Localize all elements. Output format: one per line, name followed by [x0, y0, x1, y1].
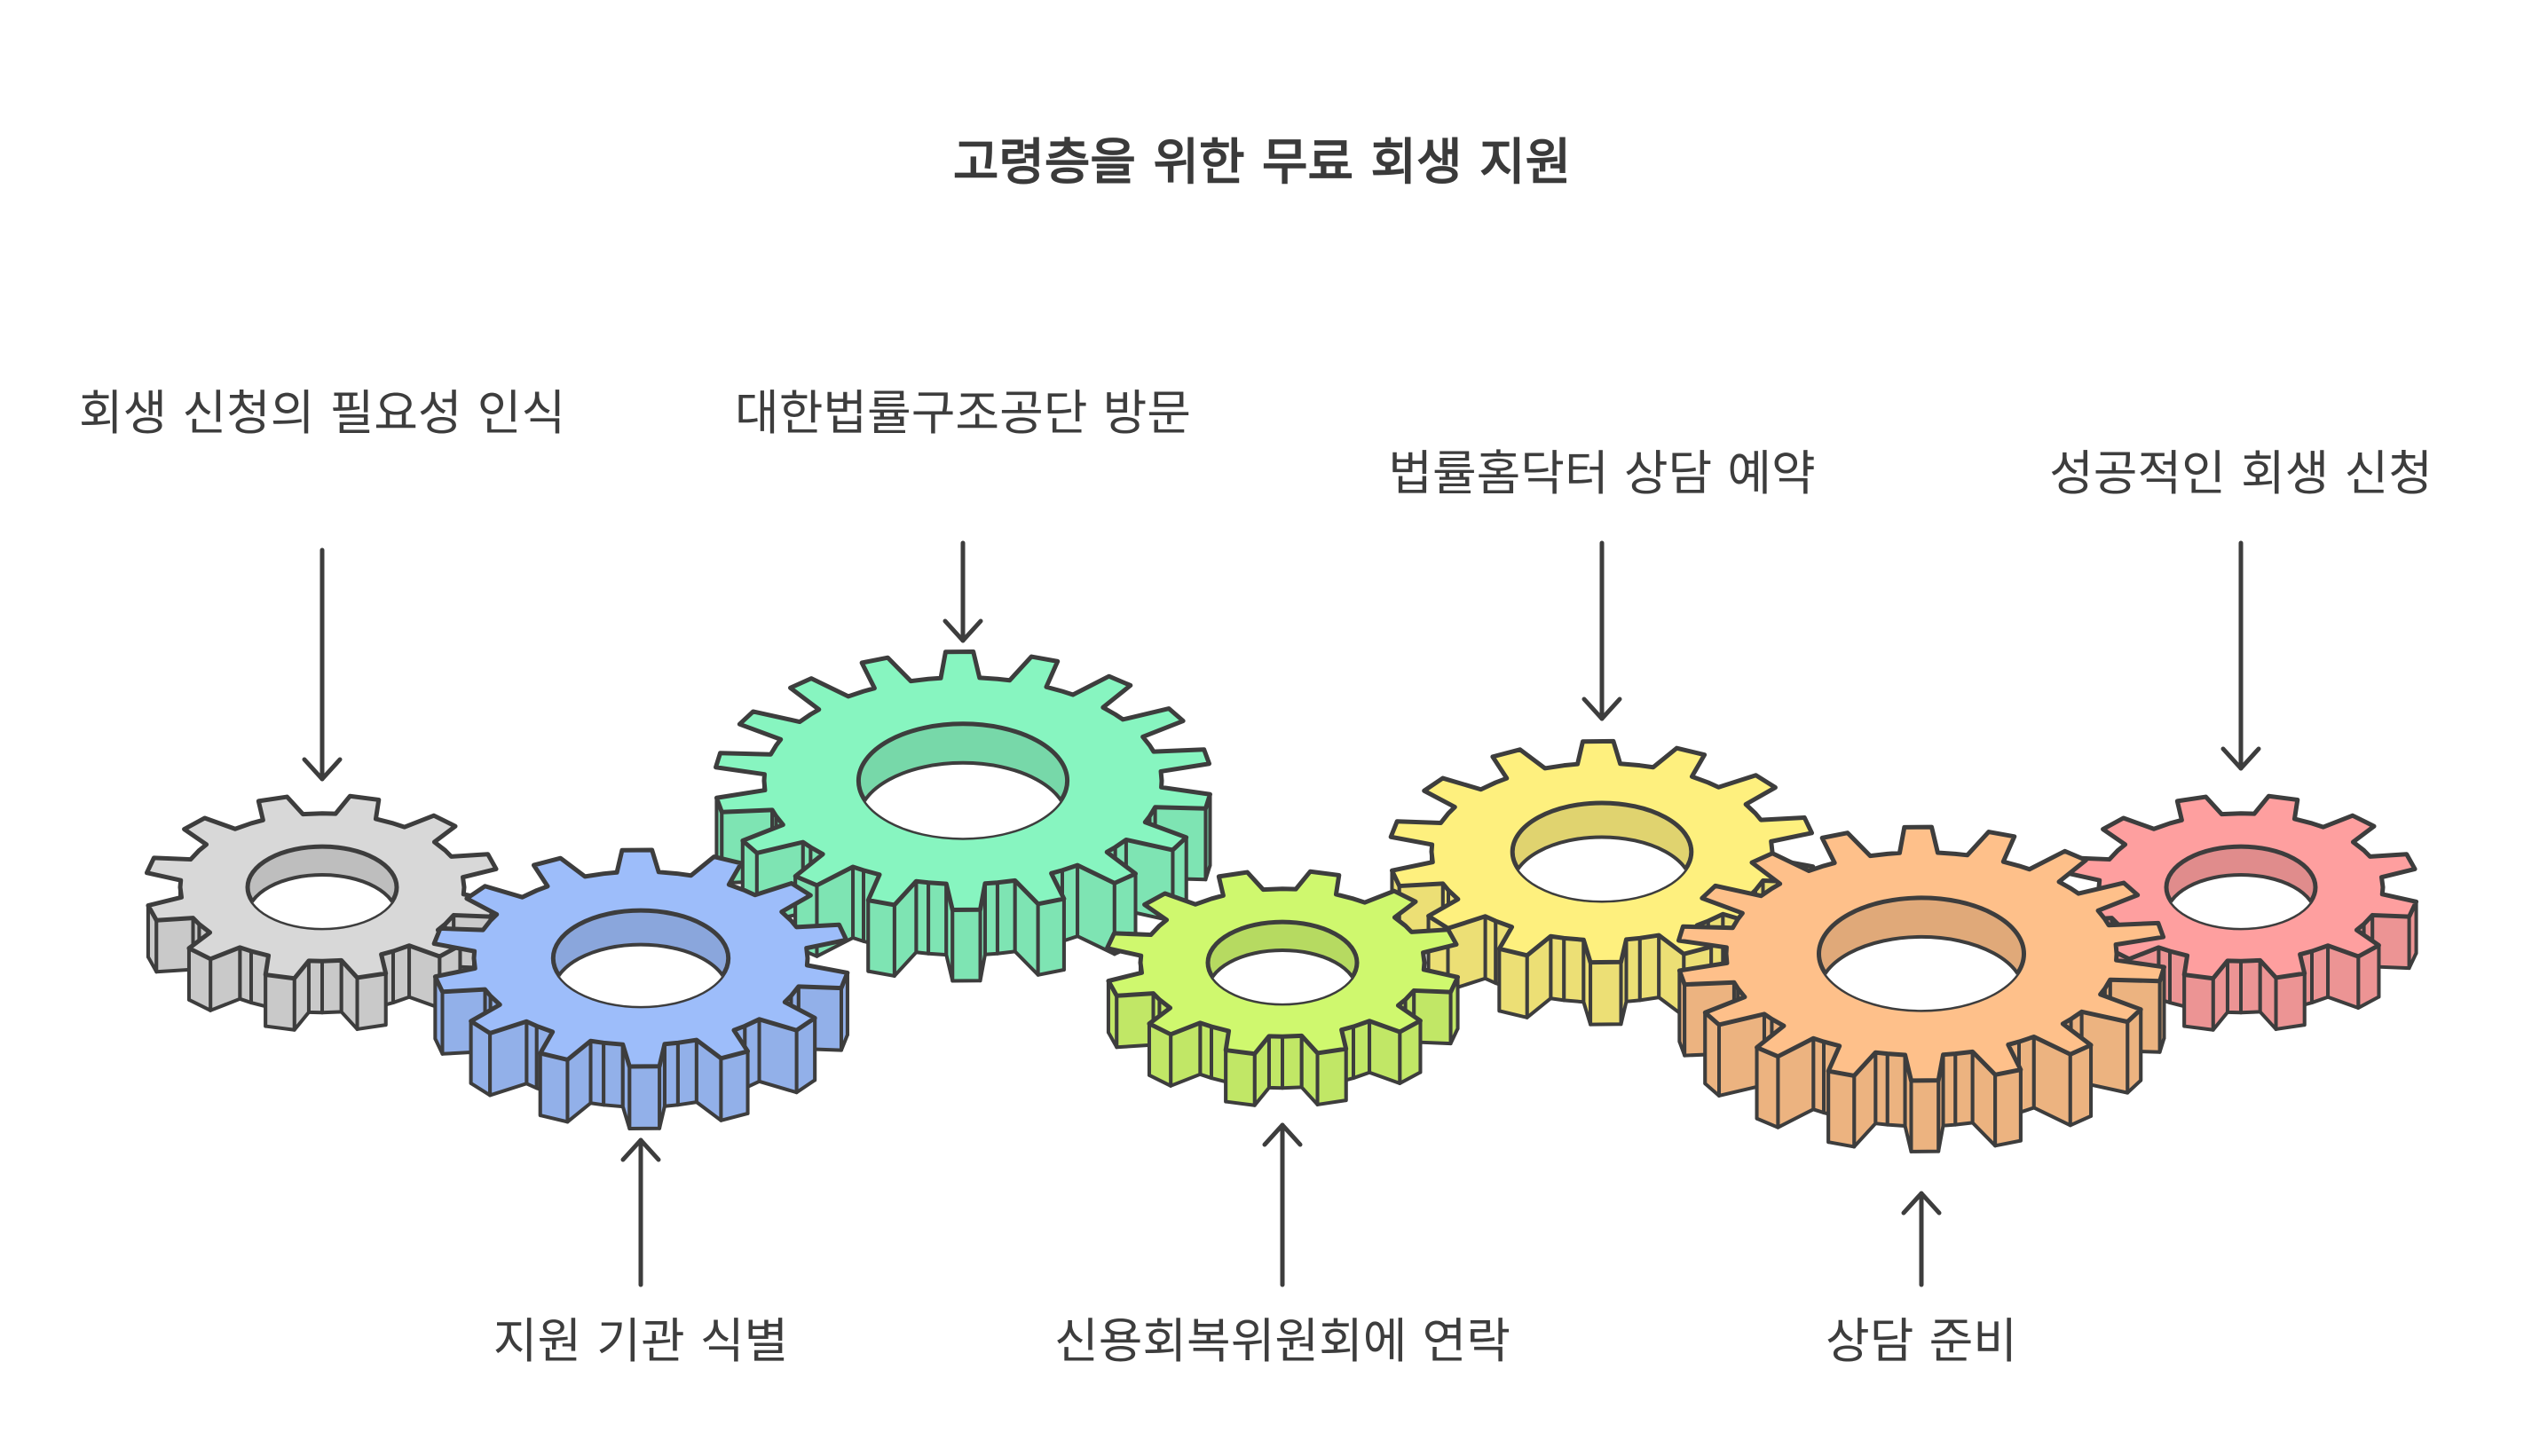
- arrow-2: [943, 540, 983, 643]
- gear-side-face: [1826, 1069, 1857, 1149]
- diagram-title: 고령층을 위한 무료 회생 지원: [952, 134, 1572, 192]
- gear-side-face: [1497, 947, 1529, 1019]
- gear-side-face: [320, 958, 343, 1015]
- gear-side-face: [1993, 1067, 2023, 1148]
- gear-side-face: [588, 1039, 606, 1107]
- gear-side-face: [675, 1038, 698, 1107]
- gear-side-face: [995, 878, 1017, 956]
- step-label-3: 대한법률구조공단 방문: [735, 385, 1191, 441]
- gear-side-face: [1885, 1051, 1907, 1128]
- gear-side-face: [1624, 936, 1642, 1003]
- gear-side-face: [1315, 1047, 1348, 1106]
- gear-side-face: [950, 908, 982, 983]
- gear-hole: [1208, 948, 1357, 1003]
- gear-side-face: [2182, 972, 2215, 1032]
- step-label-2: 지원 기관 식별: [493, 1313, 789, 1369]
- gear-side-face: [627, 1064, 662, 1131]
- step-label-6: 상담 준비: [1826, 1313, 2017, 1369]
- gear-side-face: [1941, 1051, 1958, 1128]
- gear-side-face: [927, 880, 949, 957]
- gear-side-face: [1036, 897, 1066, 977]
- gear-side-face: [1281, 1034, 1304, 1090]
- step-label-7: 성공적인 회생 신청: [2049, 445, 2433, 501]
- gear-side-face: [264, 972, 296, 1032]
- gear-side-face: [1873, 1051, 1889, 1127]
- gear-side-face: [1909, 1078, 1941, 1153]
- gear-hole: [553, 942, 729, 1006]
- gear-4: [1104, 869, 1461, 1107]
- gear-side-face: [1637, 933, 1661, 1003]
- gear-hole: [858, 760, 1068, 838]
- arrow-4: [2220, 540, 2261, 771]
- gear-side-face: [719, 1049, 750, 1122]
- gear-side-face: [1562, 936, 1586, 1004]
- gear-side-face: [662, 1041, 680, 1108]
- gear-side-face: [2274, 972, 2307, 1031]
- gear-side-face: [355, 972, 388, 1031]
- arrow-5: [620, 1137, 661, 1287]
- gear-side-face: [2068, 1043, 2094, 1128]
- gear-6: [1676, 824, 2166, 1153]
- arrow-1: [302, 547, 343, 782]
- gear-side-face: [1352, 1019, 1372, 1081]
- gear-side-face: [306, 958, 324, 1015]
- gear-side-face: [1549, 934, 1566, 1003]
- gear-side-face: [1224, 1048, 1257, 1107]
- arrow-6: [1262, 1122, 1303, 1287]
- gear-side-face: [1953, 1050, 1975, 1127]
- step-label-4: 신용회복위원회에 연락: [1054, 1313, 1510, 1369]
- arrow-3: [1581, 540, 1622, 721]
- gear-2: [431, 847, 850, 1131]
- gear-side-face: [538, 1051, 570, 1124]
- step-label-1: 회생 신청의 필요성 인식: [78, 385, 566, 441]
- step-label-5: 법률홈닥터 상담 예약: [1388, 445, 1816, 501]
- gear-side-face: [2225, 958, 2243, 1015]
- gear-hole: [1818, 934, 2024, 1011]
- gear-1: [144, 793, 501, 1032]
- gear-hole: [248, 873, 397, 928]
- gear-side-face: [391, 943, 412, 1005]
- gear-side-face: [1589, 960, 1623, 1027]
- arrow-7: [1901, 1191, 1942, 1287]
- gear-side-face: [1266, 1034, 1284, 1090]
- gear-side-face: [1755, 1045, 1780, 1129]
- gear-side-face: [982, 880, 999, 956]
- gear-side-face: [602, 1041, 625, 1109]
- gear-hole: [1512, 835, 1692, 901]
- gear-side-face: [2310, 943, 2331, 1005]
- gear-side-face: [2239, 958, 2262, 1015]
- gear-side-face: [866, 898, 896, 978]
- gear-side-face: [914, 879, 931, 956]
- gear-hole: [2166, 873, 2315, 928]
